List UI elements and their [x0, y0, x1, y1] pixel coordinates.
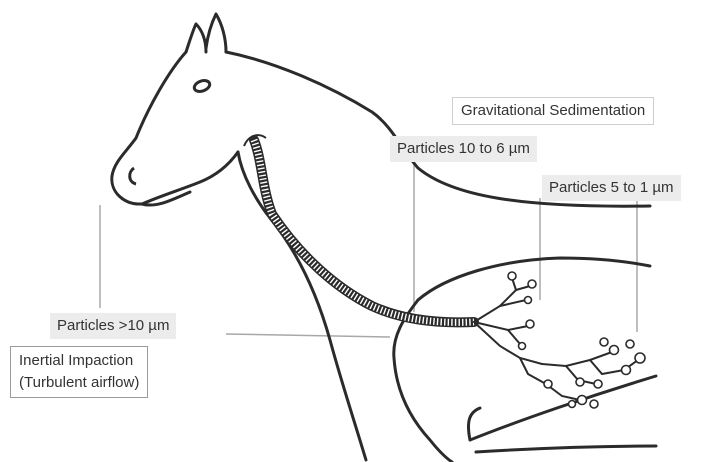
horse-neck-underside	[270, 218, 366, 460]
horse-mouth	[142, 152, 238, 204]
horse-ear-back	[206, 14, 226, 52]
turbulent-airflow-label: (Turbulent airflow)	[19, 372, 139, 394]
leader-line-gt-10	[226, 334, 390, 337]
horse-face-front	[112, 52, 186, 204]
bronchial-tree	[474, 278, 638, 400]
inertial-impaction-label: Inertial Impaction	[19, 350, 139, 372]
inertial-impaction-box: Inertial Impaction (Turbulent airflow)	[10, 346, 148, 398]
particles-5-to-1-label: Particles 5 to 1 µm	[542, 175, 681, 201]
horse-lower-line	[476, 446, 656, 452]
horse-outline	[112, 14, 656, 462]
horse-ear-front	[186, 24, 206, 52]
particles-10-to-6-label: Particles 10 to 6 µm	[390, 136, 537, 162]
trachea	[244, 135, 474, 322]
trachea-tube	[254, 140, 474, 322]
alveoli	[508, 272, 645, 408]
horse-back-line	[418, 258, 650, 300]
particles-gt-10-label: Particles >10 µm	[50, 313, 176, 339]
horse-belly	[470, 376, 656, 440]
horse-nostril	[130, 168, 136, 184]
horse-eye	[193, 79, 211, 94]
gravitational-sedimentation-label: Gravitational Sedimentation	[452, 97, 654, 125]
